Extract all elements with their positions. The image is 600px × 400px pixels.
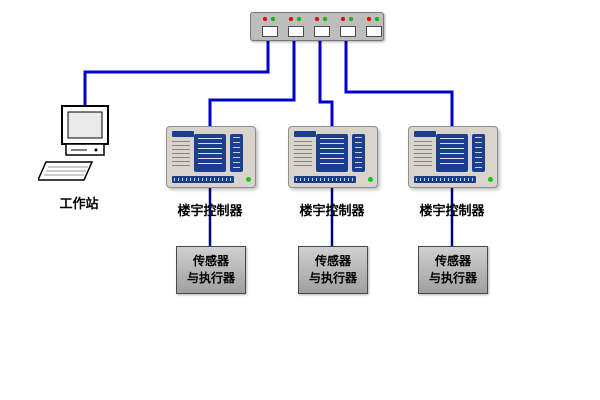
controller-2-label: 楼宇控制器: [299, 203, 365, 218]
switch-led-icon: [271, 17, 275, 21]
sensor-label-line2: 与执行器: [186, 271, 235, 285]
controller-logo-icon: [172, 131, 194, 137]
link-switch-controller-1: [208, 39, 296, 128]
link-switch-workstation: [83, 39, 270, 108]
controller-terminal-labels: [172, 141, 190, 169]
workstation-label: 工作站: [59, 196, 99, 211]
switch-led-icon: [289, 17, 293, 21]
controller-terminal-labels: [414, 141, 432, 169]
link-switch-controller-3: [344, 39, 454, 128]
link-switch-controller-2: [318, 39, 334, 128]
controller-power-led-icon: [368, 177, 373, 182]
switch-led-icon: [297, 17, 301, 21]
switch-port-icon: [366, 26, 382, 37]
switch-led-icon: [315, 17, 319, 21]
sensor-actuator-box-2: 传感器 与执行器: [298, 246, 368, 294]
switch-led-icon: [367, 17, 371, 21]
controller-model-strip: [294, 176, 356, 183]
sensor-actuator-box-1: 传感器 与执行器: [176, 246, 246, 294]
building-controller-1: [166, 126, 256, 188]
controller-side-panel: [472, 134, 485, 172]
sensor-label-line1: 传感器: [314, 254, 351, 268]
controller-logo-icon: [294, 131, 316, 137]
network-switch: [250, 12, 384, 41]
controller-logo-icon: [414, 131, 436, 137]
sensor-actuator-box-3: 传感器 与执行器: [418, 246, 488, 294]
controller-label-panel: [316, 134, 348, 172]
controller-model-strip: [172, 176, 234, 183]
sensor-label-line2: 与执行器: [308, 271, 357, 285]
switch-led-icon: [375, 17, 379, 21]
controller-label-panel: [194, 134, 226, 172]
switch-port-icon: [262, 26, 278, 37]
controller-3-label: 楼宇控制器: [419, 203, 485, 218]
building-controller-2: [288, 126, 378, 188]
workstation-icon: [38, 105, 109, 181]
switch-port-icon: [288, 26, 304, 37]
building-controller-3: [408, 126, 498, 188]
controller-terminal-labels: [294, 141, 312, 169]
controller-power-led-icon: [488, 177, 493, 182]
sensor-label-line1: 传感器: [192, 254, 229, 268]
controller-power-led-icon: [246, 177, 251, 182]
switch-led-icon: [263, 17, 267, 21]
switch-led-icon: [323, 17, 327, 21]
switch-port-icon: [314, 26, 330, 37]
controller-1-label: 楼宇控制器: [177, 203, 243, 218]
controller-label-panel: [436, 134, 468, 172]
controller-model-strip: [414, 176, 476, 183]
switch-led-icon: [341, 17, 345, 21]
switch-port-icon: [340, 26, 356, 37]
sensor-label-line1: 传感器: [434, 254, 471, 268]
switch-led-icon: [349, 17, 353, 21]
controller-side-panel: [352, 134, 365, 172]
sensor-label-line2: 与执行器: [428, 271, 477, 285]
controller-side-panel: [230, 134, 243, 172]
